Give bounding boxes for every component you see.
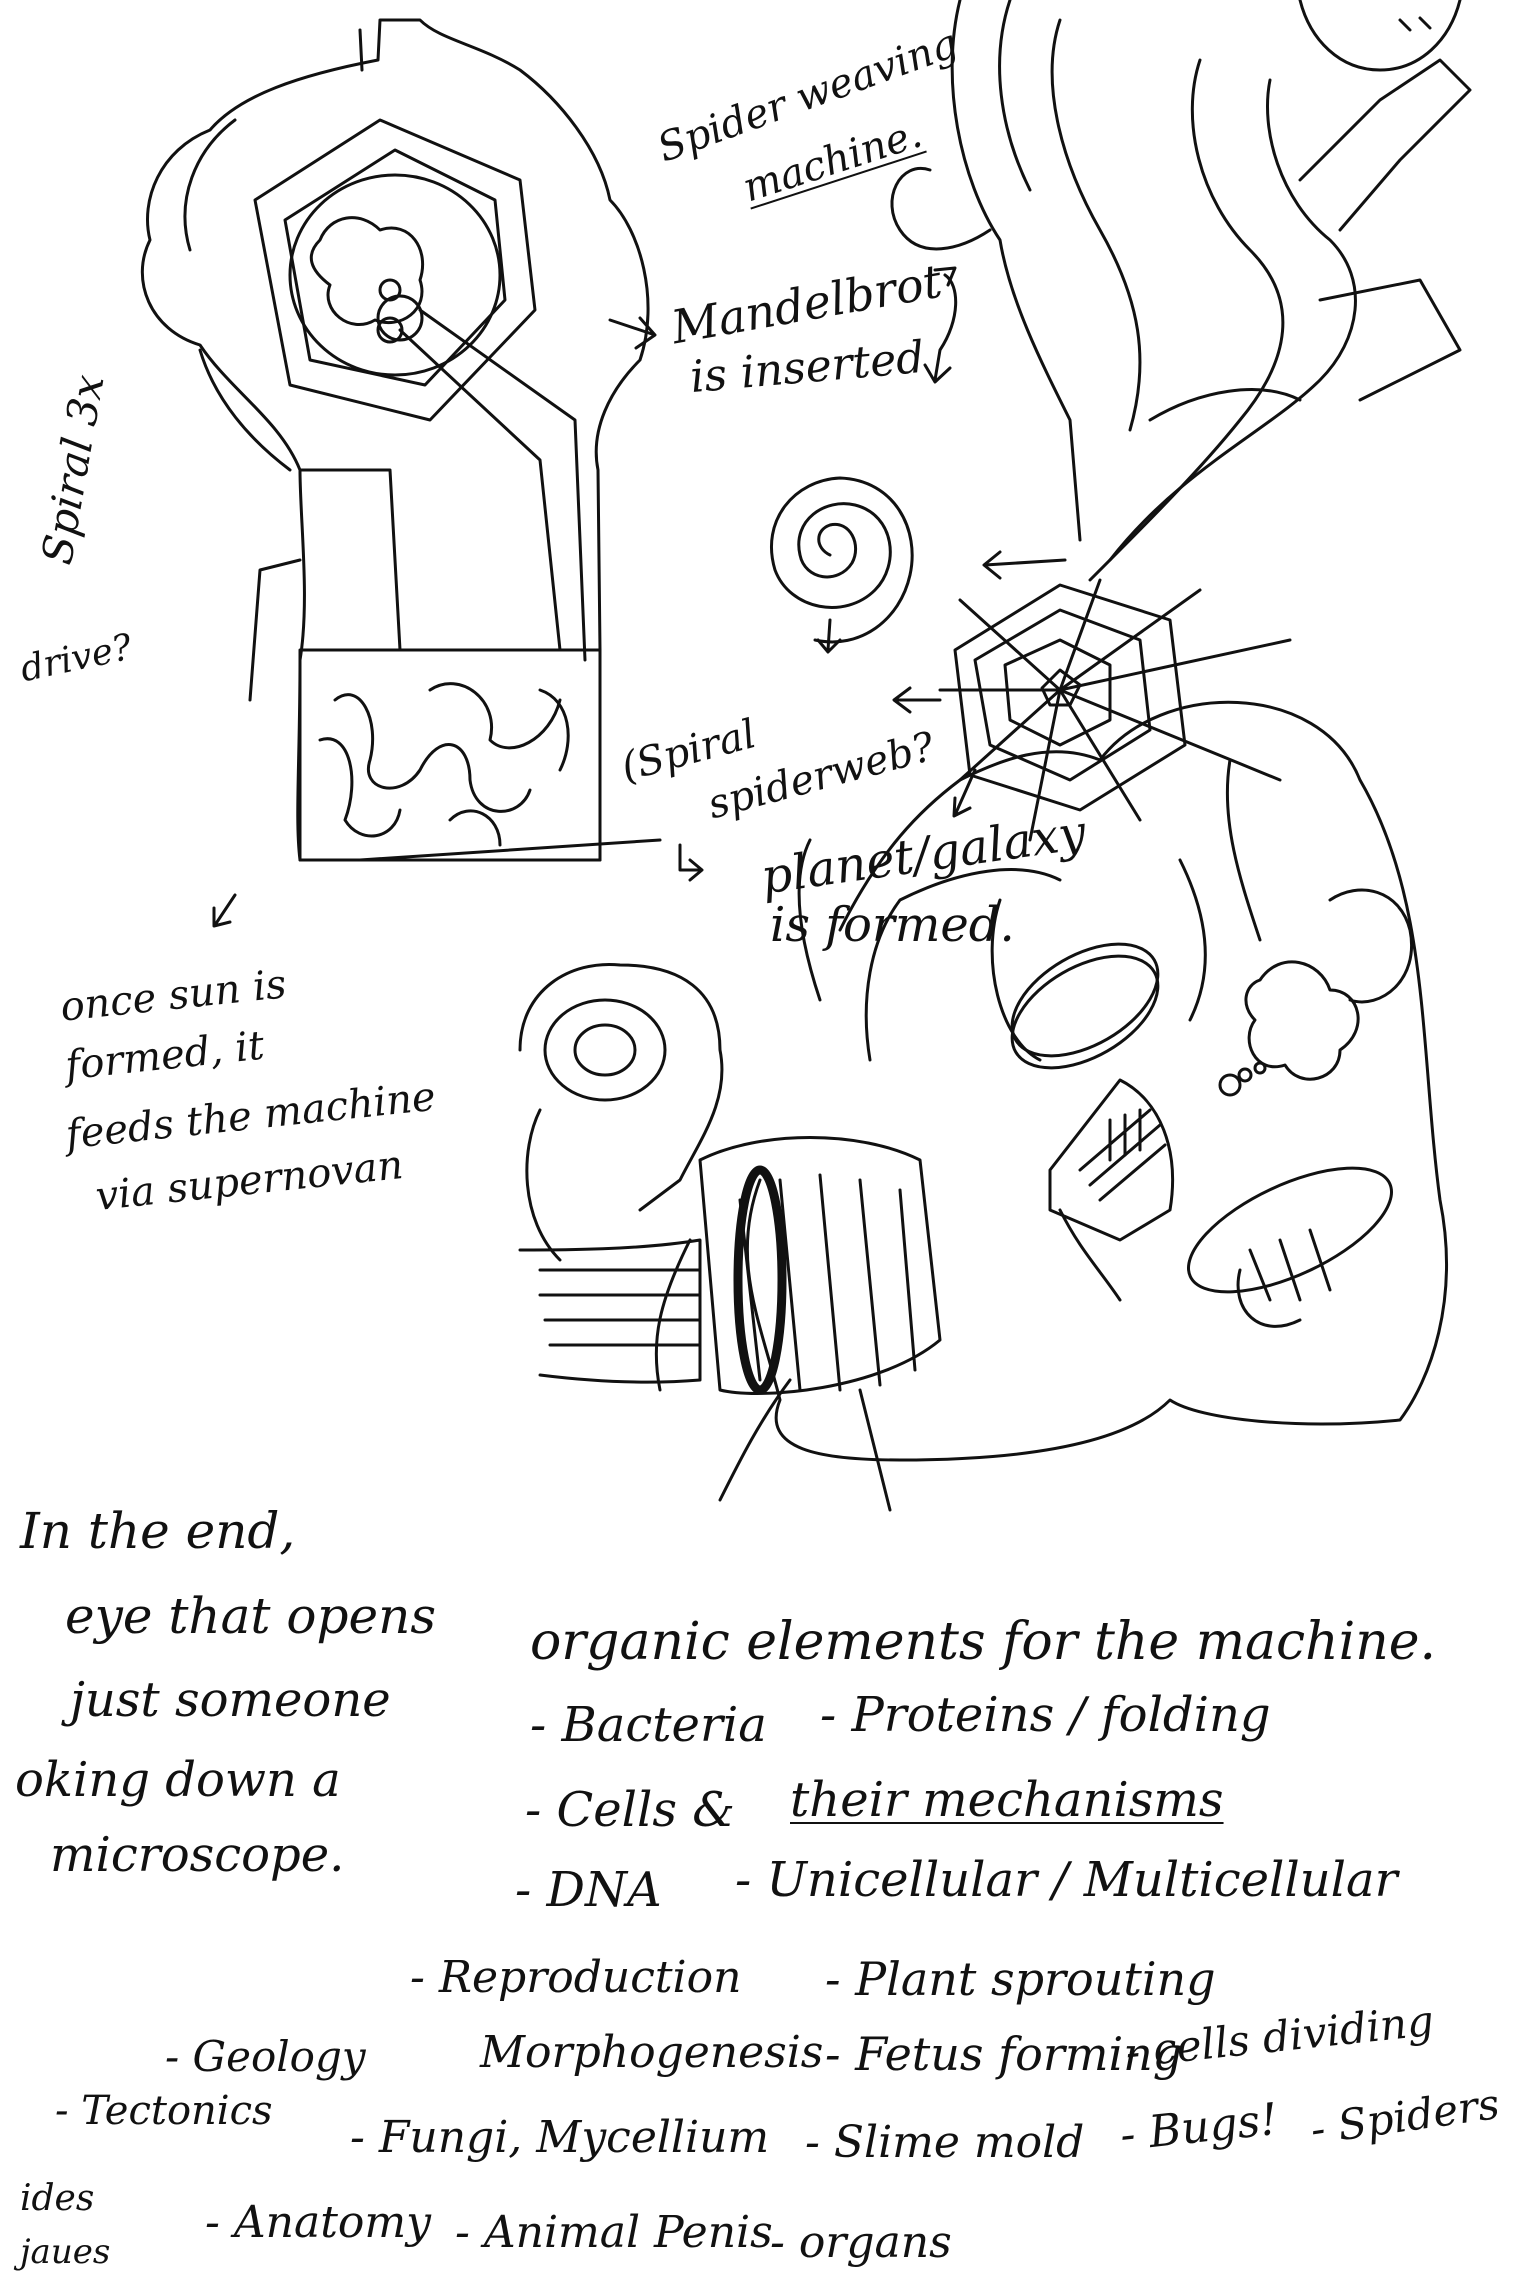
list-morphogenesis: Morphogenesis — [480, 2027, 824, 2078]
list-reproduction: - Reproduction — [410, 1952, 742, 2003]
list-proteins: - Proteins / folding — [820, 1687, 1271, 1743]
arrow-to-mandelbrot — [608, 316, 657, 350]
note-end-3: just someone — [70, 1672, 391, 1728]
list-fungi: - Fungi, Mycellium — [350, 2112, 770, 2163]
note-planet-2: is formed. — [770, 897, 1015, 953]
spiral — [769, 476, 914, 644]
list-cells: - Cells & — [525, 1782, 735, 1838]
spider-web — [938, 578, 1292, 842]
list-plant: - Plant sprouting — [825, 1952, 1216, 2006]
list-anatomy: - Anatomy — [205, 2197, 431, 2248]
spider-legs — [950, 0, 1082, 542]
list-geology: - Geology — [165, 2032, 366, 2081]
list-dna: - DNA — [515, 1862, 662, 1918]
hexagon-frame — [253, 118, 537, 422]
list-unicellular: - Unicellular / Multicellular — [735, 1852, 1398, 1908]
list-organs: - organs — [770, 2217, 952, 2268]
organic-elements-title: organic elements for the machine. — [530, 1612, 1437, 1672]
list-aues: jaues — [20, 2232, 111, 2272]
hexagon-machine-outline — [140, 18, 650, 862]
list-mechanisms: their mechanisms — [790, 1772, 1224, 1828]
sun-ring — [543, 998, 667, 1102]
list-tectonics: - Tectonics — [55, 2088, 273, 2134]
list-fetus: - Fetus forming — [825, 2027, 1183, 2081]
list-animal-penis: - Animal Penis — [455, 2207, 773, 2258]
note-end-1: In the end, — [20, 1502, 296, 1560]
list-ides: ides — [20, 2178, 95, 2219]
striped-bowl — [698, 1136, 942, 1395]
organic-machine-body — [745, 700, 1448, 1462]
list-slime: - Slime mold — [805, 2117, 1085, 2168]
note-end-4: oking down a — [15, 1752, 341, 1808]
list-bacteria: - Bacteria — [530, 1697, 767, 1753]
note-end-5: microscope. — [50, 1827, 345, 1883]
note-end-2: eye that opens — [65, 1587, 436, 1645]
